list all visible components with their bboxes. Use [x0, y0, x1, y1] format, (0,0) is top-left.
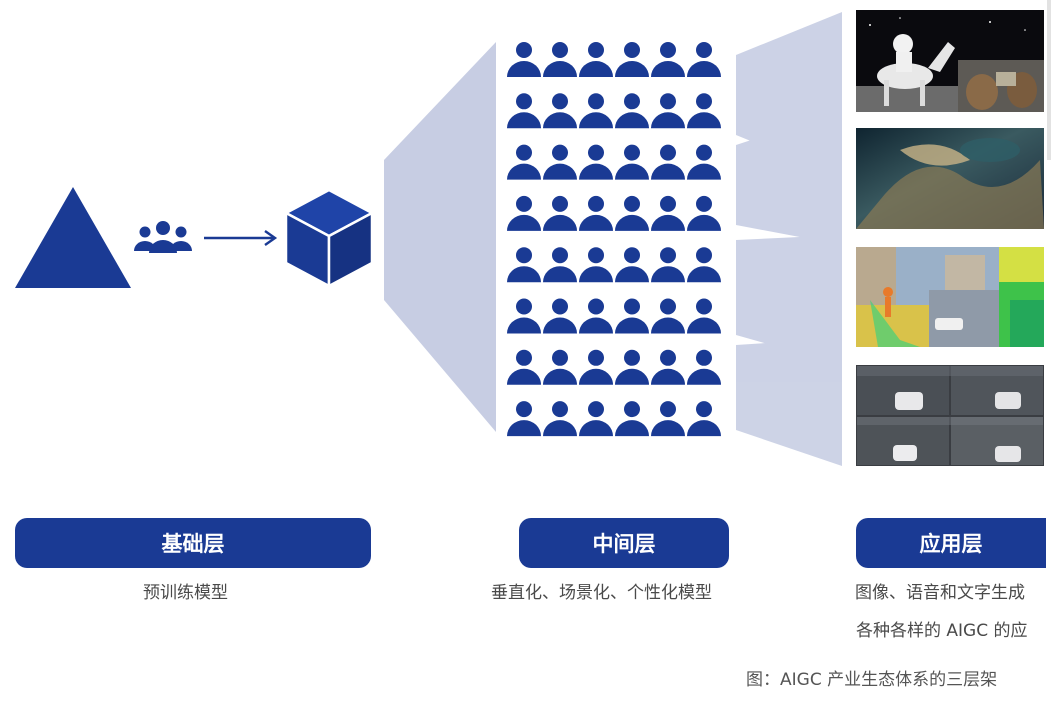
funnel-shape [384, 42, 496, 432]
person-icon [579, 247, 613, 283]
triangle-icon [15, 187, 131, 288]
middle-layer-label: 中间层 [519, 518, 729, 568]
fan-band [736, 338, 842, 466]
person-icon [507, 349, 541, 385]
person-icon [615, 349, 649, 385]
person-icon [507, 42, 541, 77]
person-icon [579, 298, 613, 334]
person-icon [615, 195, 649, 231]
person-icon [615, 93, 649, 129]
person-icon [507, 195, 541, 231]
arrow-right-icon [204, 230, 278, 246]
abstract-painting-image [856, 128, 1044, 229]
person-grid [507, 42, 721, 437]
person-icon [687, 401, 721, 437]
person-icon [651, 93, 685, 129]
driving-camera-image [856, 365, 1044, 466]
application-layer-description-line2: 各种各样的 AIGC 的应 [856, 621, 1028, 641]
person-icon [615, 401, 649, 437]
person-icon [507, 247, 541, 283]
person-icon [543, 144, 577, 180]
person-icon [651, 298, 685, 334]
person-icon [543, 195, 577, 231]
person-icon [543, 42, 577, 77]
person-icon [651, 144, 685, 180]
fan-band [736, 235, 842, 365]
person-icon [579, 42, 613, 77]
person-icon [615, 42, 649, 77]
scrollbar[interactable] [1047, 0, 1051, 160]
person-icon [687, 42, 721, 77]
person-icon [579, 144, 613, 180]
application-layer-description-line1: 图像、语音和文字生成 [855, 583, 1025, 603]
street-scene-image [856, 247, 1044, 347]
person-icon [687, 144, 721, 180]
person-icon [543, 298, 577, 334]
middle-layer-description: 垂直化、场景化、个性化模型 [491, 583, 712, 603]
person-icon [615, 144, 649, 180]
application-layer-label: 应用层 [856, 518, 1046, 568]
person-icon [651, 247, 685, 283]
person-icon [579, 401, 613, 437]
person-icon [687, 247, 721, 283]
person-icon [543, 401, 577, 437]
person-icon [687, 349, 721, 385]
figure-caption: 图：AIGC 产业生态体系的三层架 [746, 670, 998, 690]
person-icon [543, 349, 577, 385]
person-icon [615, 247, 649, 283]
cube-icon [284, 188, 374, 288]
fan-bands [736, 12, 842, 466]
person-icon [507, 298, 541, 334]
person-icon [543, 93, 577, 129]
person-icon [579, 349, 613, 385]
person-icon [651, 42, 685, 77]
person-icon [687, 298, 721, 334]
fan-band [736, 110, 842, 245]
person-icon [651, 349, 685, 385]
person-icon [687, 93, 721, 129]
person-icon [579, 93, 613, 129]
base-layer-description: 预训练模型 [143, 583, 228, 603]
person-icon [651, 195, 685, 231]
base-layer-label: 基础层 [15, 518, 371, 568]
person-icon [651, 401, 685, 437]
person-icon [507, 93, 541, 129]
astronaut-horse-image [856, 10, 1044, 112]
person-icon [615, 298, 649, 334]
person-icon [507, 144, 541, 180]
person-icon [687, 195, 721, 231]
person-icon [579, 195, 613, 231]
person-icon [543, 247, 577, 283]
people-group-icon [134, 221, 192, 253]
person-icon [507, 401, 541, 437]
